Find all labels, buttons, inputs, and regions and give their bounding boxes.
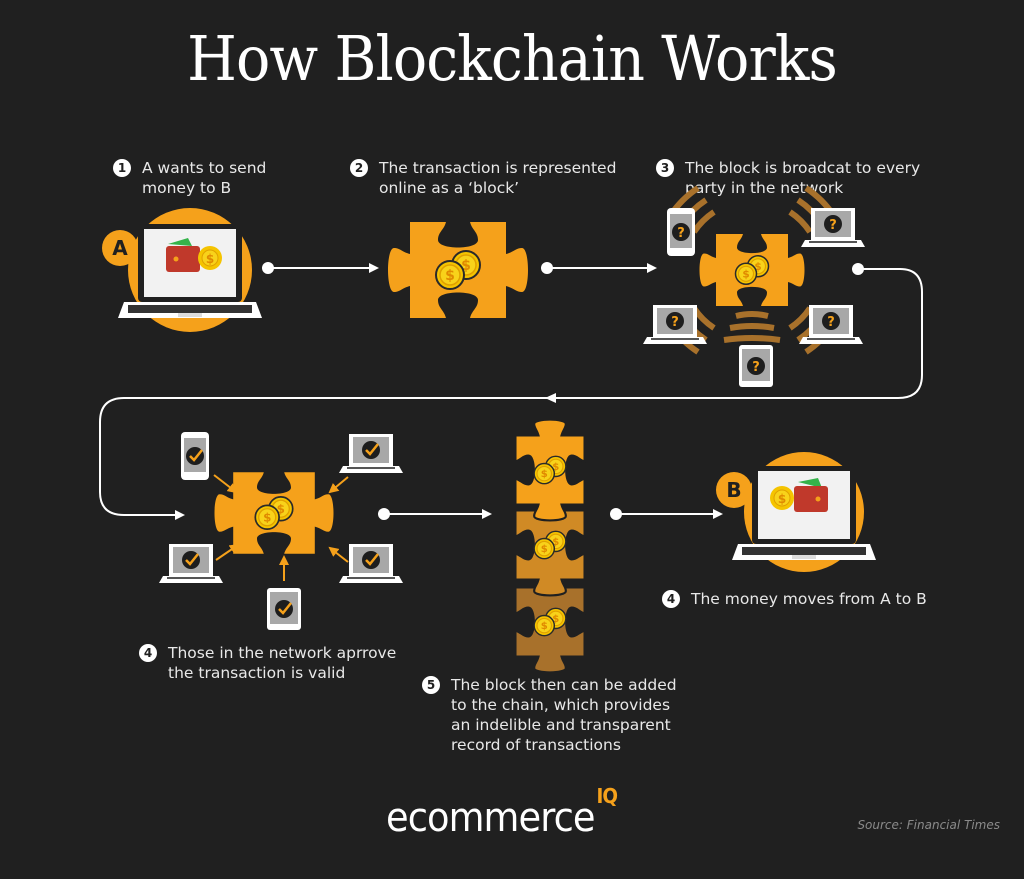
step-1: 1 A wants to send money to B [113,158,267,198]
step-4: 4 Those in the network aprrove the trans… [139,643,397,683]
dollar-coin-icon: $ [198,246,222,270]
wallet-icon [794,478,828,512]
step-number-badge: 4 [139,644,157,662]
flow-arrow-2-3 [541,262,657,274]
step-text: A wants to send money to B [142,159,267,197]
tablet-icon [739,345,773,387]
step-text: The transaction is represented online as… [379,159,617,197]
laptop-icon [159,544,223,583]
step-text: The block then can be added to the chain… [451,676,677,754]
checkmark-icon [184,445,206,467]
phone-icon [181,432,209,480]
logo-text: ecommerce [386,795,596,841]
checkmark-icon [273,598,295,620]
source-credit: Source: Financial Times [857,818,1000,832]
checkmark-icon [360,439,382,461]
laptop-icon [339,434,403,473]
sender-laptop: A $ [102,208,262,332]
party-badge [716,472,752,508]
svg-text:$: $ [206,252,214,266]
question-mark-icon [666,312,684,330]
question-mark-icon [672,223,690,241]
puzzle-block-icon [514,418,586,522]
question-mark-icon [747,357,765,375]
flow-arrow-1-2 [262,262,379,274]
step-6: 4 The money moves from A to B [662,589,927,609]
step-number-badge: 1 [113,159,131,177]
step-number-badge: 3 [656,159,674,177]
step-number-badge: 5 [422,676,440,694]
dollar-coin-icon: $ [770,486,794,510]
step-text: The money moves from A to B [691,590,927,608]
svg-text:$: $ [778,492,786,506]
step-number-badge: 4 [662,590,680,608]
approval-arrows [213,474,349,581]
phone-icon [667,208,695,256]
step-number-badge: 2 [350,159,368,177]
page-title: How Blockchain Works [187,22,838,95]
receiver-laptop: B $ [716,452,876,572]
party-label: B [726,478,741,502]
question-mark-icon [822,312,840,330]
flow-arrow-4-5 [378,508,492,520]
blockchain-stack [514,418,586,674]
step-5: 5 The block then can be added to the cha… [422,675,677,755]
brand-logo: ecommerceIQ [386,784,618,841]
question-mark-icon [824,215,842,233]
party-label: A [112,236,128,260]
step-3: 3 The block is broadcat to every party i… [656,158,920,198]
wallet-icon [166,238,200,272]
checkmark-icon [180,549,202,571]
flow-arrow-5-6 [610,508,723,520]
puzzle-block-icon [214,472,334,554]
puzzle-block-icon [388,222,528,318]
step-text: Those in the network aprrove the transac… [168,644,397,682]
checkmark-icon [360,549,382,571]
party-badge [102,230,138,266]
laptop-icon [339,544,403,583]
step-2: 2 The transaction is represented online … [350,158,617,198]
tablet-icon [267,588,301,630]
logo-superscript: IQ [596,783,618,808]
flow-connector-3-4 [99,263,923,520]
